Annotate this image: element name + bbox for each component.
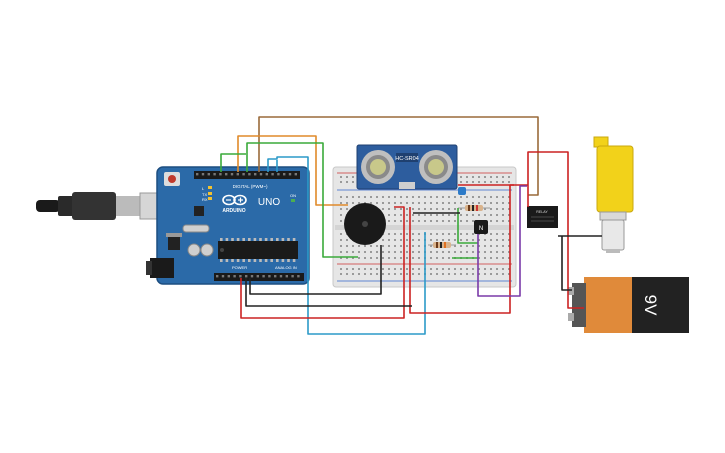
reset-button-icon <box>168 175 176 183</box>
usb-cable <box>36 192 171 220</box>
breadboard-holes <box>340 176 510 275</box>
digital-header <box>194 171 300 179</box>
wire-black-5 <box>561 236 572 291</box>
wire-red-3 <box>527 151 584 309</box>
wire-red-1 <box>240 206 405 319</box>
relay: RELAY <box>527 206 558 228</box>
resistor-1 <box>458 205 490 211</box>
wire-green-2 <box>220 153 246 172</box>
power-label: POWER <box>232 265 247 270</box>
relay-label: RELAY <box>536 210 548 214</box>
wire-purple <box>477 185 527 297</box>
analog-label: ANALOG IN <box>275 265 297 270</box>
capacitor-2 <box>200 243 214 257</box>
atmega-chip <box>218 241 298 259</box>
dc-motor <box>593 136 634 253</box>
rx-label: RX <box>202 197 208 202</box>
battery-label: 9V <box>641 295 660 316</box>
breadboard <box>332 166 517 288</box>
sensor-label: HC-SR04 <box>395 156 419 162</box>
l-label: L <box>202 186 205 191</box>
wires <box>220 116 602 335</box>
wire-black-2 <box>245 278 412 307</box>
wire-orange <box>237 135 348 206</box>
capacitor-1 <box>187 243 201 257</box>
transistor-label: N <box>479 226 483 232</box>
transistor: N <box>474 220 488 234</box>
wire-green-1 <box>246 142 358 258</box>
on-label: ON <box>290 193 296 198</box>
arduino-uno-board: DIGITAL (PWM~) TX RX L ARDUINO UNO ON <box>146 166 310 285</box>
usb-chip <box>194 206 204 216</box>
arduino-logo-icon <box>222 194 247 206</box>
ultrasonic-sensor: HC-SR04 <box>356 144 458 190</box>
resistor-2 <box>428 242 456 248</box>
arduino-brand: ARDUINO <box>222 208 245 214</box>
diode <box>458 187 466 195</box>
digital-pins <box>196 173 297 176</box>
digital-label: DIGITAL (PWM~) <box>233 184 268 189</box>
wire-blue-1 <box>267 156 426 335</box>
voltage-regulator <box>168 236 180 250</box>
wire-red-2 <box>409 184 528 314</box>
arduino-model: UNO <box>258 197 280 208</box>
piezo-buzzer <box>344 203 386 245</box>
crystal <box>182 224 210 233</box>
battery-9v: 9V <box>568 277 689 333</box>
wire-black-1 <box>249 245 382 295</box>
wire-green-3 <box>457 208 478 244</box>
power-jack <box>150 258 174 278</box>
power-pins <box>216 275 300 278</box>
chip-pins <box>220 238 296 262</box>
tx-label: TX <box>202 192 207 197</box>
